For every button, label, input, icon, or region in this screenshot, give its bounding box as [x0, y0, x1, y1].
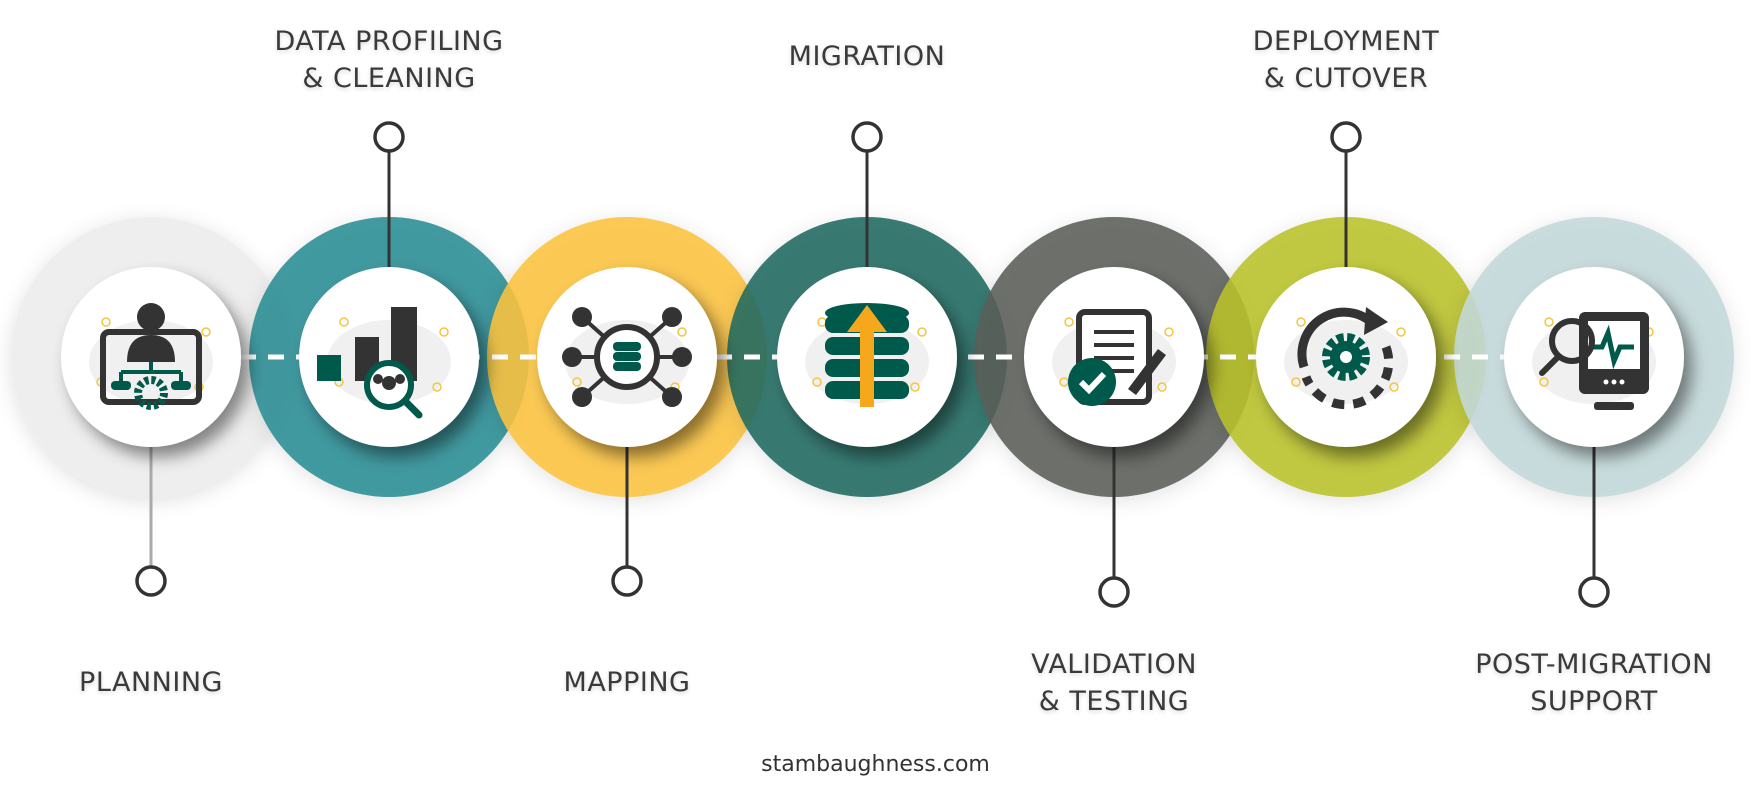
step-label-3: MAPPING: [563, 667, 691, 698]
decor-dot: [1539, 377, 1549, 387]
decor-dot: [572, 377, 582, 387]
decor-dot: [101, 317, 111, 327]
decor-dot: [339, 317, 349, 327]
bar-chart-magnifier-people-icon: [317, 307, 423, 419]
footer-website: stambaughness.com: [761, 752, 990, 777]
monitor-magnifier-pulse-icon: [1539, 312, 1649, 410]
database-upload-arrow-icon: [825, 303, 909, 407]
decor-dot: [812, 377, 822, 387]
decor-dot: [201, 327, 211, 337]
decor-dot: [910, 382, 920, 392]
pin-marker: [135, 565, 167, 597]
decor-dot: [432, 382, 442, 392]
step-label-7: POST-MIGRATION SUPPORT: [1475, 649, 1713, 717]
decor-dot: [1389, 382, 1399, 392]
decor-dot: [1296, 317, 1306, 327]
pin-marker: [611, 565, 643, 597]
pin-marker: [1098, 576, 1130, 608]
database-network-nodes-icon: [562, 307, 692, 407]
decor-dot: [1291, 377, 1301, 387]
decor-dot: [1396, 327, 1406, 337]
pin-marker: [851, 121, 883, 153]
decor-dot: [1064, 317, 1074, 327]
decor-dot: [677, 327, 687, 337]
step-label-6: DEPLOYMENT & CUTOVER: [1252, 26, 1440, 94]
decor-dot: [439, 327, 449, 337]
pin-6: [1330, 121, 1362, 267]
decor-dot: [917, 327, 927, 337]
step-label-2: DATA PROFILING & CLEANING: [274, 26, 504, 94]
step-label-5: VALIDATION & TESTING: [1031, 649, 1197, 717]
step-label-4: MIGRATION: [788, 41, 946, 72]
decor-dot: [1164, 327, 1174, 337]
manager-hierarchy-gear-icon: [100, 303, 202, 410]
pin-marker: [1330, 121, 1362, 153]
pin-4: [851, 121, 883, 267]
decor-dot: [1157, 382, 1167, 392]
pin-5: [1098, 447, 1130, 608]
pin-1: [135, 447, 167, 597]
pin-marker: [1578, 576, 1610, 608]
gear-cycle-arrow-icon: [1297, 307, 1394, 410]
step-label-1: PLANNING: [79, 667, 223, 698]
pin-marker: [373, 121, 405, 153]
pin-7: [1578, 447, 1610, 608]
decor-dot: [1544, 317, 1554, 327]
pin-3: [611, 447, 643, 597]
clipboard-check-pencil-icon: [1068, 309, 1166, 406]
pin-2: [373, 121, 405, 267]
